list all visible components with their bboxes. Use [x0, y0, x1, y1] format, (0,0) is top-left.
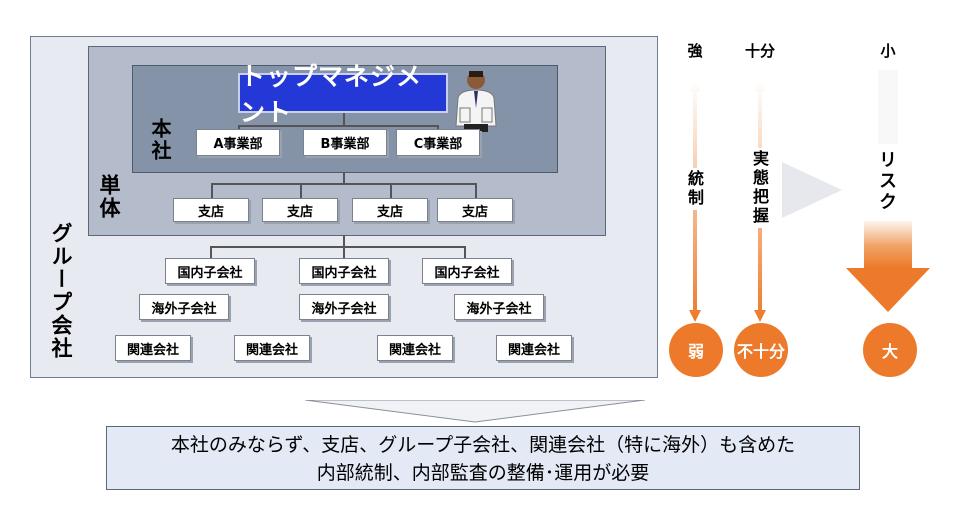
- division-c-box: C事業部: [396, 129, 480, 156]
- risk-small-label: 小: [880, 42, 896, 60]
- grasp-sufficient-label: 十分: [744, 42, 775, 60]
- overseas-subsidiary-box: 海外子会社: [454, 294, 544, 320]
- indicator-arrows: [689, 70, 930, 322]
- control-weak-circle: 弱: [669, 323, 723, 377]
- connector-line: [343, 113, 345, 127]
- division-b-box: B事業部: [303, 129, 387, 156]
- down-chevron: [305, 400, 645, 423]
- branch-box: 支店: [352, 198, 428, 222]
- connector-line: [343, 172, 345, 184]
- division-a-box: A事業部: [196, 129, 280, 156]
- risk-label: リスク: [876, 150, 897, 213]
- overseas-subsidiary-box: 海外子会社: [139, 294, 229, 320]
- connector-line: [238, 125, 438, 127]
- overseas-subsidiary-box: 海外子会社: [299, 294, 389, 320]
- right-chevron: [782, 162, 842, 218]
- grasp-insufficient-circle: 不十分: [734, 323, 788, 377]
- connector-line: [238, 125, 240, 131]
- connector-line: [300, 183, 302, 199]
- connector-line: [437, 125, 439, 131]
- connector-line: [343, 246, 345, 258]
- affiliate-box: 関連会社: [115, 335, 191, 361]
- connector-line: [211, 183, 477, 185]
- grasp-label: 実態把握: [750, 148, 769, 228]
- affiliate-box: 関連会社: [234, 335, 310, 361]
- connector-line: [390, 183, 392, 199]
- group-label: グループ会社: [49, 222, 73, 360]
- conclusion-line-1: 本社のみならず、支店、グループ子会社、関連会社（特に海外）も含めた: [170, 434, 796, 456]
- conclusion-line-2: 内部統制、内部監査の整備･運用が必要: [316, 462, 650, 484]
- conclusion-box: 本社のみならず、支店、グループ子会社、関連会社（特に海外）も含めた 内部統制、内…: [106, 426, 860, 490]
- connector-line: [211, 183, 213, 199]
- affiliate-box: 関連会社: [377, 335, 453, 361]
- domestic-subsidiary-box: 国内子会社: [299, 258, 389, 284]
- domestic-subsidiary-box: 国内子会社: [165, 258, 255, 284]
- single-entity-label: 単体: [97, 174, 121, 220]
- connector-line: [210, 246, 212, 258]
- affiliate-box: 関連会社: [496, 335, 572, 361]
- risk-large-circle: 大: [863, 323, 917, 377]
- risk-arrow: [846, 70, 930, 312]
- headquarters-label: 本社: [148, 118, 172, 162]
- businessman-icon: [455, 71, 497, 132]
- connector-line: [464, 246, 466, 258]
- branch-box: 支店: [262, 198, 338, 222]
- connector-line: [343, 235, 345, 247]
- control-strong-label: 強: [687, 42, 703, 60]
- domestic-subsidiary-box: 国内子会社: [422, 258, 512, 284]
- control-label: 統制: [685, 168, 704, 210]
- connector-line: [475, 183, 477, 199]
- connector-line: [210, 246, 466, 248]
- branch-box: 支店: [173, 198, 249, 222]
- top-management-box: トップマネジメント: [238, 62, 448, 127]
- branch-box: 支店: [437, 198, 513, 222]
